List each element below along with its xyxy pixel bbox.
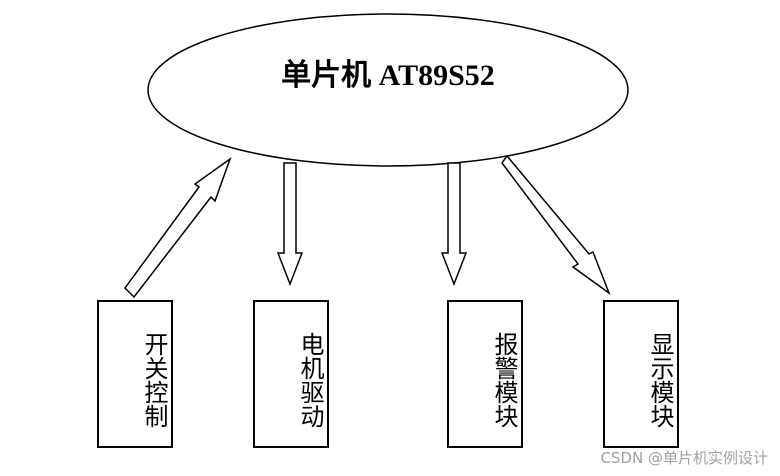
- arrow-mcu-to-display: [501, 154, 611, 296]
- watermark: CSDN @单片机实例设计: [600, 449, 768, 467]
- module-switch-control: 开关控制: [97, 300, 173, 448]
- arrow-mcu-to-alarm: [440, 162, 468, 287]
- mcu-ellipse: [147, 13, 629, 167]
- arrow-switch-to-mcu: [124, 156, 232, 299]
- module-display: 显示模块: [603, 300, 679, 448]
- module-label: 开关控制: [140, 332, 168, 428]
- module-label: 电机驱动: [296, 332, 324, 428]
- module-motor-drive: 电机驱动: [253, 300, 329, 448]
- arrow-mcu-to-motor: [276, 162, 304, 287]
- mcu-label: 单片机 AT89S52: [281, 59, 495, 92]
- module-label: 显示模块: [646, 332, 674, 428]
- module-alarm: 报警模块: [447, 300, 523, 448]
- module-label: 报警模块: [490, 332, 518, 428]
